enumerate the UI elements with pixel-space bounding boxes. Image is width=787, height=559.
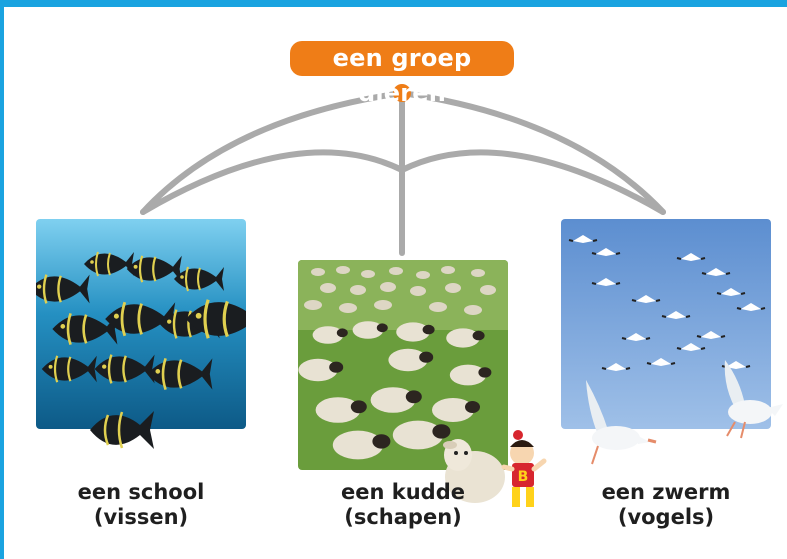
mascot-icon: B [501,430,547,507]
group-title-pill: een groep dieren [290,41,514,107]
fish-overflow-icon [90,411,154,449]
sheep-flock-illustration [298,260,508,470]
hub-dot [393,84,411,102]
label-kudde-line1: een kudde [341,480,465,504]
goose-right-icon [724,360,783,439]
label-kudde: een kudde (schapen) [298,480,508,530]
left-frame-bar [0,7,4,559]
top-frame-bar [0,0,787,7]
label-school-line1: een school [77,480,205,504]
label-zwerm: een zwerm (vogels) [561,480,771,530]
mascot-letter: B [518,469,529,485]
label-school: een school (vissen) [36,480,246,530]
label-zwerm-line2: (vogels) [617,505,715,529]
sheep-flock-image [298,260,508,470]
label-zwerm-line1: een zwerm [601,480,731,504]
goose-left-icon [586,380,657,465]
sheep-mascot-illustration: B [443,430,547,507]
fish-school-illustration [36,219,246,429]
fish-school-image [36,219,246,429]
label-kudde-line2: (schapen) [344,505,462,529]
label-school-line2: (vissen) [93,505,189,529]
